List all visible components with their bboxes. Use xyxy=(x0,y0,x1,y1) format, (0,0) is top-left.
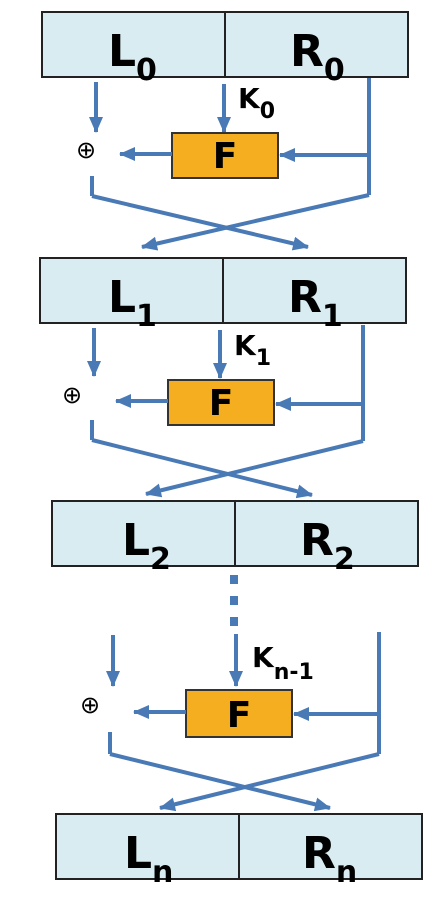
cross-arrow-left-to-right-1 xyxy=(91,438,313,499)
left-half-0 xyxy=(41,11,226,78)
ellipsis-dot-3 xyxy=(230,617,238,626)
ellipsis-dot-1 xyxy=(230,575,238,584)
right-half-1 xyxy=(222,257,407,324)
f-function-label-2: F xyxy=(227,695,252,736)
right-half-n xyxy=(238,813,423,880)
ellipsis-dot-2 xyxy=(230,596,238,605)
round-key-2: Kn-1 xyxy=(252,641,314,685)
xor-symbol-2: ⊕ xyxy=(80,691,100,719)
f-function-label-0: F xyxy=(213,136,238,177)
block-row-1: L1 R1 xyxy=(39,257,407,334)
f-function-label-1: F xyxy=(209,383,234,424)
left-half-1 xyxy=(39,257,224,324)
left-half-n-label: Ln xyxy=(124,828,173,890)
right-half-2-label: R2 xyxy=(300,515,355,577)
right-half-0 xyxy=(224,11,409,78)
left-half-0-label: L0 xyxy=(108,26,157,88)
f-function-box-1 xyxy=(167,379,275,426)
right-half-1-label: R1 xyxy=(288,272,343,334)
xor-symbol-0: ⊕ xyxy=(76,136,96,164)
round-n-1: Kn-1 F ⊕ xyxy=(80,632,381,812)
round-key-1: K1 xyxy=(234,329,271,371)
xor-symbol-1: ⊕ xyxy=(62,381,82,409)
round-1: K1 F ⊕ xyxy=(62,325,365,499)
block-row-2: L2 R2 xyxy=(51,500,419,577)
cross-arrow-left-to-right-2 xyxy=(109,752,331,812)
block-row-n: Ln Rn xyxy=(55,813,423,890)
f-function-box-2 xyxy=(185,689,293,738)
right-half-2 xyxy=(234,500,419,567)
right-half-n-label: Rn xyxy=(302,828,357,890)
left-half-1-label: L1 xyxy=(108,272,157,334)
left-half-n xyxy=(55,813,240,880)
cross-arrow-left-to-right-0 xyxy=(91,194,309,251)
right-half-0-label: R0 xyxy=(290,26,345,88)
left-half-2 xyxy=(51,500,236,567)
cross-arrow-right-to-left-1 xyxy=(145,439,364,498)
round-0: K0 F ⊕ xyxy=(76,78,371,251)
left-half-2-label: L2 xyxy=(122,515,171,577)
ellipsis xyxy=(230,575,238,626)
cross-arrow-right-to-left-0 xyxy=(141,193,370,251)
block-row-0: L0 R0 xyxy=(41,11,409,88)
cross-arrow-right-to-left-2 xyxy=(159,752,380,812)
round-key-0: K0 xyxy=(238,82,275,124)
